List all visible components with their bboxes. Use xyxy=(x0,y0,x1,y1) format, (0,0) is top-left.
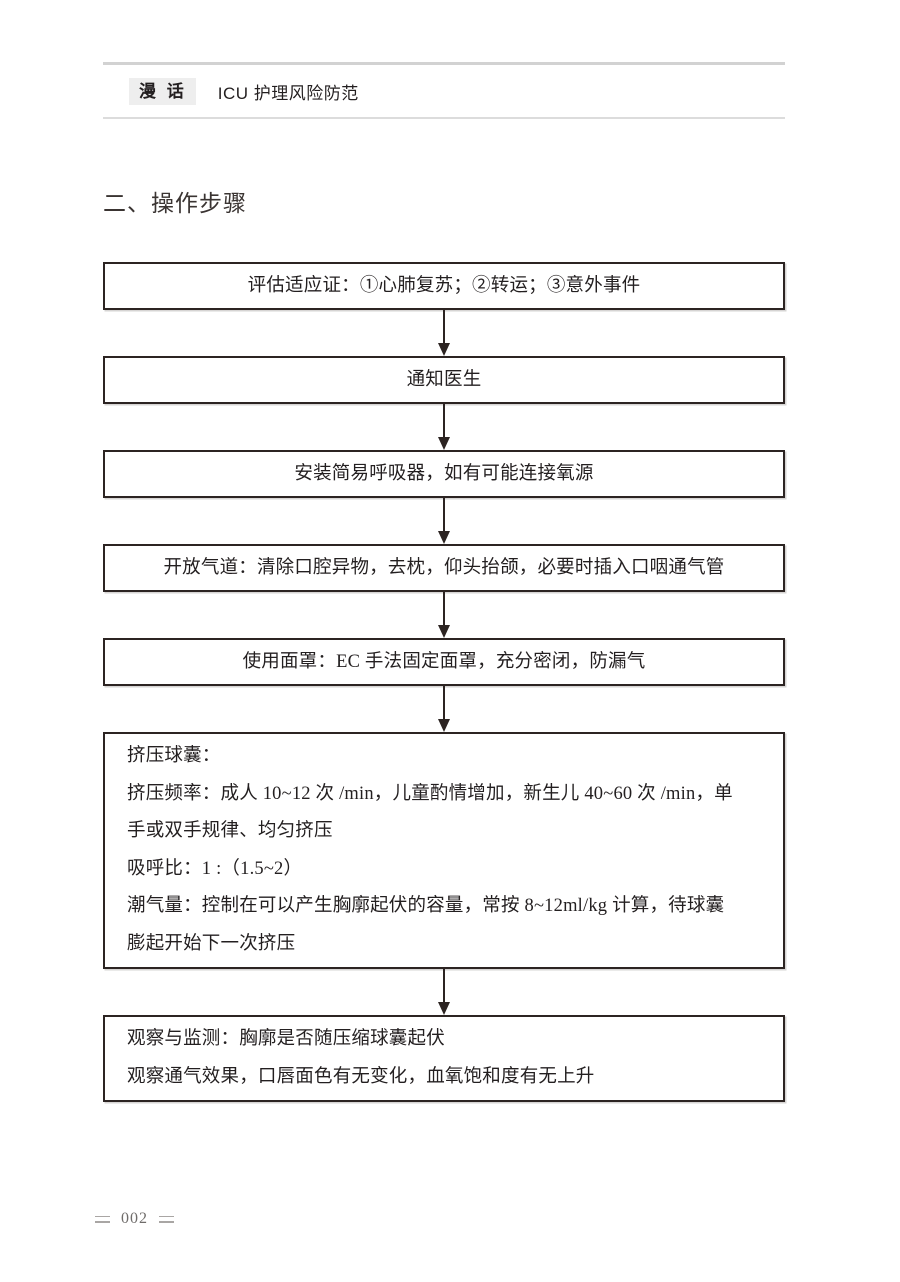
running-head-rule-top xyxy=(103,62,785,65)
arrow-down-icon xyxy=(438,719,450,732)
connector-stem xyxy=(443,592,445,628)
running-head-badge: 漫 话 xyxy=(129,77,196,105)
flow-step-1-line-1: 评估适应证：①心肺复苏；②转运；③意外事件 xyxy=(247,275,641,296)
flow-step-6-line-1: 挤压球囊： xyxy=(127,746,221,766)
flow-step-6-line-2: 挤压频率：成人 10~12 次 /min，儿童酌情增加，新生儿 40~60 次 … xyxy=(127,783,733,804)
flow-connector-3 xyxy=(103,498,785,544)
arrow-down-icon xyxy=(438,625,450,638)
connector-stem xyxy=(443,498,445,534)
flow-step-2: 通知医生 xyxy=(103,356,785,404)
flow-connector-4 xyxy=(103,592,785,638)
running-head-rule-bottom xyxy=(103,117,785,119)
flow-step-3: 安装简易呼吸器，如有可能连接氧源 xyxy=(103,450,785,498)
flow-connector-2 xyxy=(103,404,785,450)
flow-step-6: 挤压球囊： 挤压频率：成人 10~12 次 /min，儿童酌情增加，新生儿 40… xyxy=(103,732,785,969)
flow-step-6-line-5: 潮气量：控制在可以产生胸廓起伏的容量，常按 8~12ml/kg 计算，待球囊 xyxy=(127,896,725,916)
connector-stem xyxy=(443,969,445,1005)
flow-connector-1 xyxy=(103,310,785,356)
running-head: 漫 话 ICU 护理风险防范 xyxy=(103,62,785,119)
running-head-body: 漫 话 ICU 护理风险防范 xyxy=(103,65,785,117)
section-heading: 二、操作步骤 xyxy=(103,190,247,216)
connector-stem xyxy=(443,686,445,722)
arrow-down-icon xyxy=(438,343,450,356)
footer-ornament-left-icon xyxy=(95,1215,110,1223)
arrow-down-icon xyxy=(438,1002,450,1015)
flow-step-7-line-2: 观察通气效果，口唇面色有无变化，血氧饱和度有无上升 xyxy=(127,1066,595,1087)
running-head-title: ICU 护理风险防范 xyxy=(217,83,359,103)
flow-step-4-line-1: 开放气道：清除口腔异物，去枕，仰头抬颌，必要时插入口咽通气管 xyxy=(163,557,725,578)
footer-ornament-right-icon xyxy=(159,1215,174,1223)
page-footer: 002 xyxy=(95,1210,174,1228)
connector-stem xyxy=(443,404,445,440)
flow-step-6-line-6: 膨起开始下一次挤压 xyxy=(127,933,296,954)
flow-step-6-line-4: 吸呼比：1 :（1.5~2） xyxy=(127,858,303,879)
flow-step-1: 评估适应证：①心肺复苏；②转运；③意外事件 xyxy=(103,262,785,310)
connector-stem xyxy=(443,310,445,346)
flow-step-4: 开放气道：清除口腔异物，去枕，仰头抬颌，必要时插入口咽通气管 xyxy=(103,544,785,592)
flow-step-5-line-1: 使用面罩：EC 手法固定面罩，充分密闭，防漏气 xyxy=(242,651,646,672)
flow-step-6-line-3: 手或双手规律、均匀挤压 xyxy=(127,821,333,841)
flow-step-7-line-1: 观察与监测：胸廓是否随压缩球囊起伏 xyxy=(127,1029,445,1049)
arrow-down-icon xyxy=(438,437,450,450)
arrow-down-icon xyxy=(438,531,450,544)
flow-step-2-line-1: 通知医生 xyxy=(406,369,482,390)
flow-step-3-line-1: 安装简易呼吸器，如有可能连接氧源 xyxy=(294,463,594,484)
flow-step-7: 观察与监测：胸廓是否随压缩球囊起伏 观察通气效果，口唇面色有无变化，血氧饱和度有… xyxy=(103,1015,785,1102)
flow-step-5: 使用面罩：EC 手法固定面罩，充分密闭，防漏气 xyxy=(103,638,785,686)
page-number: 002 xyxy=(121,1210,148,1227)
flowchart: 评估适应证：①心肺复苏；②转运；③意外事件 通知医生 安装简易呼吸器，如有可能连… xyxy=(103,262,785,1102)
flow-connector-6 xyxy=(103,969,785,1015)
flow-connector-5 xyxy=(103,686,785,732)
